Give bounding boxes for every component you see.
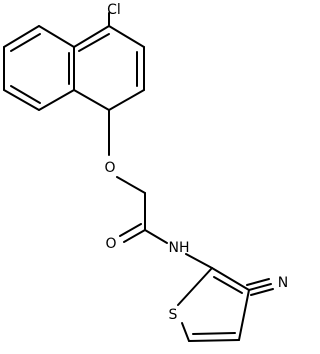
naphthalene-left-ring xyxy=(3,25,75,111)
nh-thiophene-bond xyxy=(185,253,213,269)
atom-n-nitrile-label: N xyxy=(278,275,288,291)
atom-nh-label: NH xyxy=(169,240,190,256)
atom-o-ether-label: O xyxy=(104,160,115,176)
naphthalene-right-ring xyxy=(73,25,145,111)
atom-o-carbonyl-label: O xyxy=(105,236,116,252)
thiophene-ring xyxy=(177,267,250,342)
chemical-structure-diagram: Cl O O NH S N xyxy=(3,2,288,342)
linker-chain xyxy=(108,109,168,244)
nitrile-group xyxy=(246,278,274,296)
atom-cl-label: Cl xyxy=(107,2,121,18)
atom-s-label: S xyxy=(169,307,178,323)
